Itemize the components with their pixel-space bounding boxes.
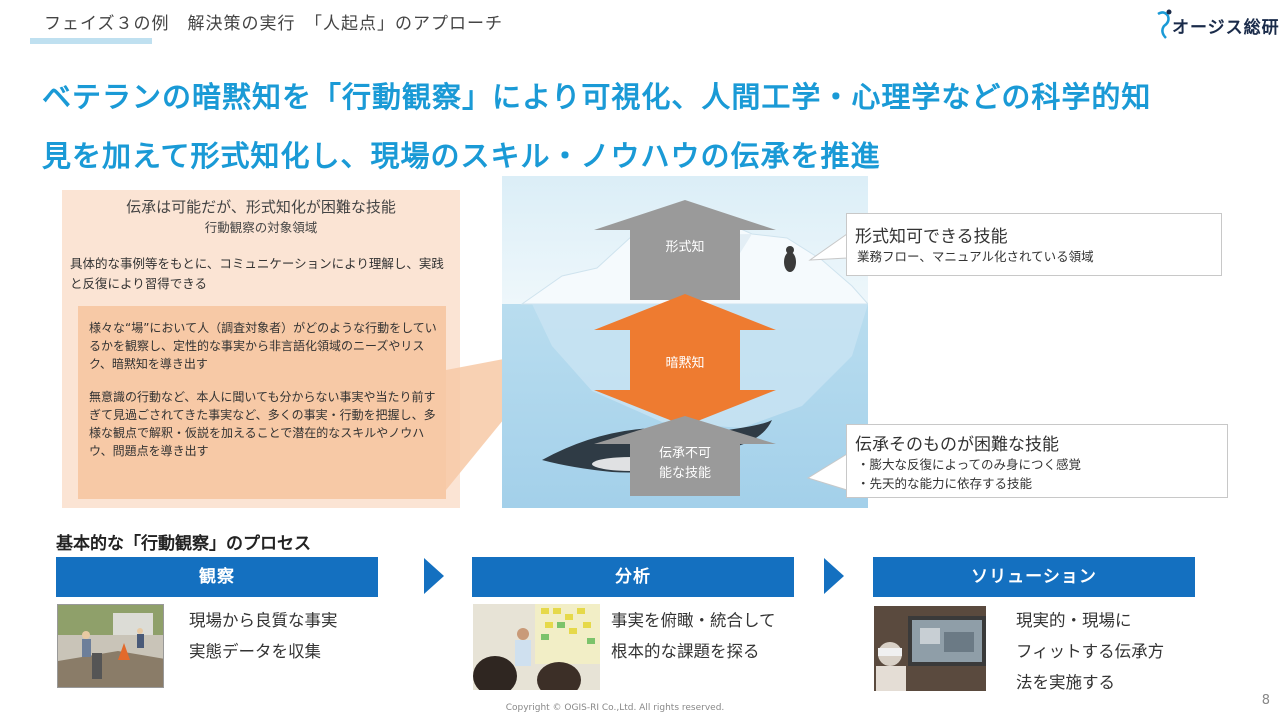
section-underline — [30, 38, 152, 44]
explicit-knowledge-arrow — [594, 200, 776, 300]
observation-photo — [57, 604, 164, 688]
step-analysis-bar: 分析 — [472, 557, 794, 597]
bottom-callout-pointer — [806, 453, 848, 491]
detail-paragraph-2: 無意識の行動など、本人に聞いても分からない事実や当たり前すぎて見過ごされてきた事… — [89, 390, 436, 458]
difficult-skill-title: 伝承そのものが困難な技能 — [855, 435, 1059, 455]
headline-line-1: ベテランの暗黙知を「行動観察」により可視化、人間工学・心理学などの科学的知 — [42, 80, 1152, 114]
analysis-photo — [473, 604, 600, 690]
detail-paragraph-1: 様々な“場”において人（調査対象者）がどのような行動をしているかを観察し、定性的… — [89, 321, 437, 371]
analysis-line-2: 根本的な課題を探る — [611, 642, 760, 661]
step-arrow-icon — [824, 558, 844, 594]
observation-line-1: 現場から良質な事実 — [189, 611, 338, 630]
process-title: 基本的な「行動観察」のプロセス — [56, 534, 311, 554]
untransferable-skill-label: 伝承不可 能な技能 — [630, 444, 740, 484]
untransferable-label-line-1: 伝承不可 — [658, 446, 711, 461]
solution-photo — [874, 606, 986, 691]
page-number: 8 — [1261, 693, 1270, 708]
solution-line-2: フィットする伝承方 — [1016, 642, 1165, 661]
solution-description: 現実的・現場に フィットする伝承方 法を実施する — [1016, 605, 1164, 698]
solution-line-1: 現実的・現場に — [1016, 611, 1132, 630]
observation-line-2: 実態データを収集 — [189, 642, 321, 661]
difficult-skill-callout: 伝承そのものが困難な技能 ・膨大な反復によってのみ身につく感覚 ・先天的な能力に… — [846, 424, 1228, 498]
step-solution-bar: ソリューション — [873, 557, 1195, 597]
observation-detail-box: 様々な“場”において人（調査対象者）がどのような行動をしているかを観察し、定性的… — [78, 306, 446, 499]
untransferable-label-line-2: 能な技能 — [658, 466, 711, 481]
explicit-skill-callout: 形式知可できる技能 業務フロー、マニュアル化されている領域 — [846, 213, 1222, 276]
copyright-notice: Copyright © OGIS-RI Co.,Ltd. All rights … — [505, 703, 725, 713]
panel-description: 具体的な事例等をもとに、コミュニケーションにより理解し、実践と反復により習得でき… — [70, 256, 444, 291]
observation-description: 現場から良質な事実 実態データを収集 — [189, 605, 338, 667]
headline-line-2: 見を加えて形式知化し、現場のスキル・ノウハウの伝承を推進 — [42, 139, 881, 173]
logo-mark-icon — [1157, 9, 1172, 39]
step-arrow-icon — [424, 558, 444, 594]
analysis-description: 事実を俯瞰・統合して 根本的な課題を探る — [611, 605, 776, 667]
step-observation-bar: 観察 — [56, 557, 378, 597]
explicit-knowledge-label: 形式知 — [665, 240, 705, 255]
untransferable-skill-arrow — [594, 416, 776, 496]
section-label: フェイズ３の例 解決策の実行 「人起点」のアプローチ — [44, 14, 503, 34]
panel-subtitle: 行動観察の対象領域 — [204, 220, 318, 235]
company-logo: オージス総研 — [1154, 8, 1279, 40]
explicit-skill-text: 業務フロー、マニュアル化されている領域 — [857, 249, 1094, 264]
panel-title: 伝承は可能だが、形式知化が困難な技能 — [126, 198, 396, 216]
analysis-line-1: 事実を俯瞰・統合して — [611, 611, 776, 630]
tacit-knowledge-arrow — [594, 294, 776, 426]
difficult-skill-item-1: ・膨大な反復によってのみ身につく感覚 — [857, 457, 1082, 472]
logo-text: オージス総研 — [1172, 18, 1280, 38]
top-callout-pointer — [808, 233, 848, 261]
tacit-knowledge-label: 暗黙知 — [665, 356, 705, 371]
iceberg-illustration: 形式知 暗黙知 伝承不可 能な技能 — [502, 176, 868, 508]
explicit-skill-title: 形式知可できる技能 — [855, 227, 1008, 247]
solution-line-3: 法を実施する — [1016, 673, 1115, 692]
difficult-skill-item-2: ・先天的な能力に依存する技能 — [857, 476, 1033, 491]
